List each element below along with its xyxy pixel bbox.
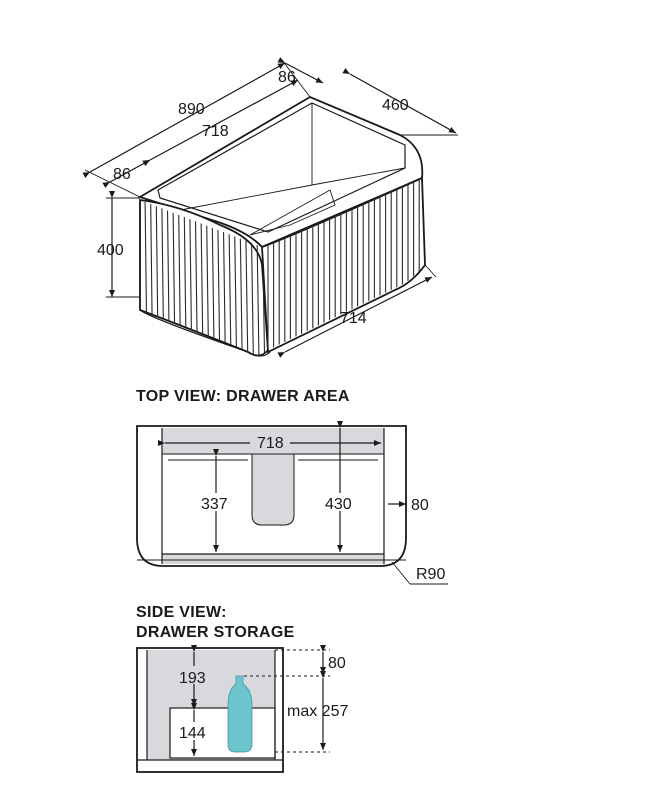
flute-line — [234, 225, 238, 356]
dim-max-height: max 257 — [287, 703, 348, 720]
dim-side-offset: 80 — [411, 497, 429, 514]
flute-line — [222, 221, 226, 356]
dim-radius: R90 — [416, 566, 445, 583]
dim-side-width-right: 86 — [278, 69, 296, 86]
dim-height: 400 — [97, 242, 124, 259]
inner-back-wall — [169, 103, 406, 236]
flute-line — [245, 230, 249, 356]
flute-line — [217, 219, 221, 356]
side-view-heading-line2: DRAWER STORAGE — [136, 624, 295, 641]
flute-line — [239, 228, 243, 356]
isometric-view: 890 86 718 86 460 400 714 — [82, 57, 458, 358]
plumbing-cutout — [251, 453, 295, 526]
dim-depth: 460 — [382, 97, 409, 114]
top-view-heading: TOP VIEW: DRAWER AREA — [136, 388, 350, 405]
side-view: 193 144 80 max 257 — [136, 645, 348, 773]
flute-line — [206, 215, 210, 356]
bottle-icon — [227, 675, 253, 753]
dim-top-offset: 80 — [328, 655, 346, 672]
flute-line — [256, 234, 260, 356]
dim-drawer-depth: 430 — [325, 496, 352, 513]
side-view-heading-line1: SIDE VIEW: — [136, 604, 227, 621]
flute-line — [250, 232, 254, 356]
dim-side-width-left: 86 — [113, 166, 131, 183]
dim-cutout-depth: 337 — [201, 496, 228, 513]
dim-inner-width: 718 — [202, 123, 229, 140]
flute-line — [211, 217, 215, 356]
iso-dimension-lines — [82, 57, 458, 358]
dim-overall-width: 890 — [178, 101, 205, 118]
dim-lower-height: 144 — [179, 725, 206, 742]
top-view: 718 337 430 80 R90 — [136, 421, 448, 585]
flute-line — [228, 223, 232, 356]
dim-upper-height: 193 — [179, 670, 206, 687]
dim-front-width: 714 — [340, 310, 367, 327]
dim-top-inner-width: 718 — [257, 435, 284, 452]
